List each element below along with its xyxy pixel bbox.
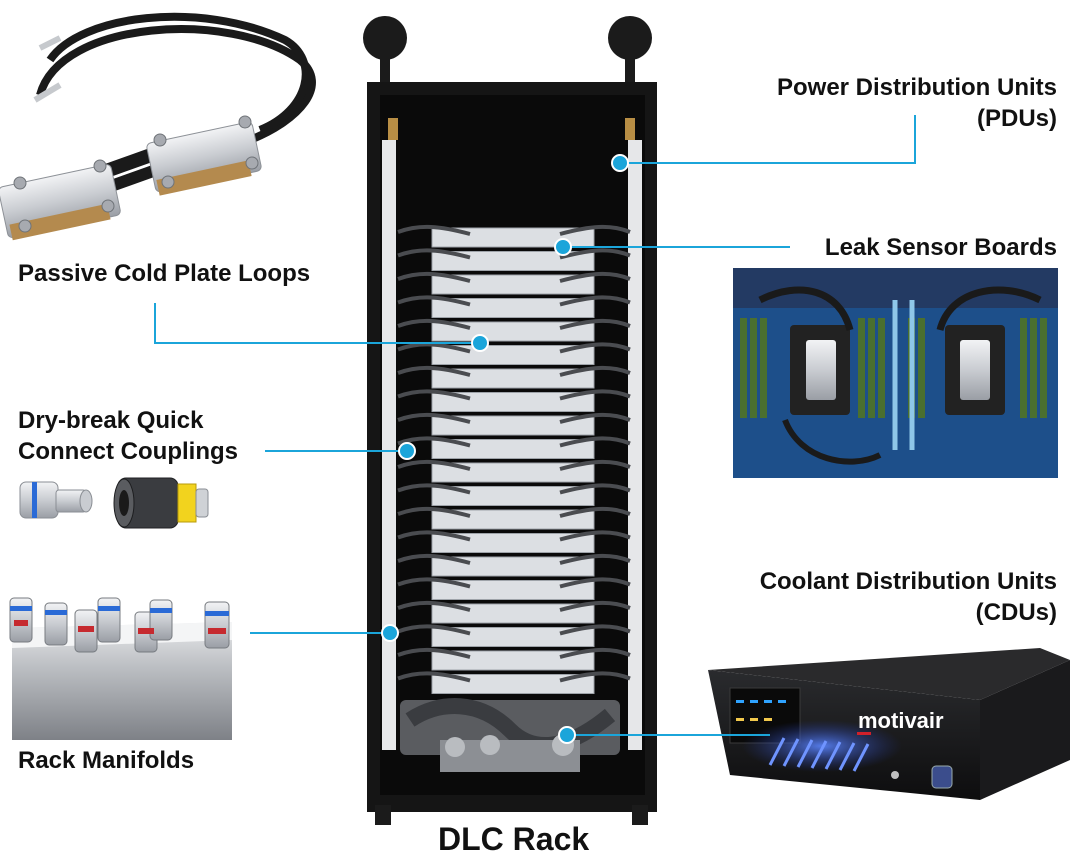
rack-hose	[397, 600, 631, 612]
cdu-brand-text: motivair	[858, 708, 944, 733]
label-pdu: Power Distribution Units (PDUs)	[777, 72, 1057, 134]
manifold-image	[9, 597, 232, 740]
label-pdu-line1: Power Distribution Units	[776, 74, 1057, 101]
rack-image	[363, 16, 657, 825]
callout-dots	[381, 154, 629, 744]
rack-hose	[397, 506, 631, 518]
cold-plate-loop-image	[0, 12, 316, 241]
rack-hose	[397, 318, 631, 330]
rack-hose	[397, 530, 631, 542]
server-tray	[431, 509, 595, 530]
cdu-image: motivair	[708, 648, 1070, 800]
server-tray	[431, 603, 595, 624]
server-tray	[431, 298, 595, 318]
server-tray	[431, 345, 595, 365]
server-tray	[431, 439, 595, 459]
callout-lines	[154, 115, 916, 736]
callout-dot-pdu	[611, 154, 629, 172]
rack-hose	[397, 342, 631, 354]
rack-hose	[397, 647, 631, 659]
server-tray	[431, 462, 595, 483]
rack-hose	[397, 459, 631, 471]
label-pdu-line2: (PDUs)	[976, 105, 1057, 132]
callout-line-cold-plate	[154, 303, 480, 344]
rack-hose	[397, 271, 631, 283]
label-dry-break: Dry-break Quick Connect Couplings	[18, 405, 238, 467]
rack-hose	[397, 224, 631, 236]
rack-hose	[397, 577, 631, 589]
server-tray	[431, 486, 595, 506]
rack-hose	[397, 412, 631, 424]
callout-dot-leak	[554, 238, 572, 256]
callout-line-pdu	[620, 115, 916, 164]
server-tray	[431, 415, 595, 436]
server-tray	[431, 674, 595, 694]
callout-dot-couplings	[398, 442, 416, 460]
rack-hose	[397, 248, 631, 260]
label-coolant-line2: (CDUs)	[975, 599, 1057, 626]
rack-hose	[397, 671, 631, 683]
label-coolant-line1: Coolant Distribution Units	[759, 568, 1057, 595]
server-tray	[431, 580, 595, 600]
server-tray	[431, 274, 595, 295]
server-tray	[431, 392, 595, 412]
server-tray	[431, 627, 595, 647]
label-leak: Leak Sensor Boards	[824, 234, 1057, 261]
rack-hose	[397, 624, 631, 636]
server-tray	[431, 321, 595, 342]
label-dry-break-line1: Dry-break Quick	[18, 407, 204, 434]
label-manifolds: Rack Manifolds	[18, 747, 195, 774]
label-dry-break-line2: Connect Couplings	[18, 438, 238, 465]
rack-hose	[397, 389, 631, 401]
label-coolant: Coolant Distribution Units (CDUs)	[760, 566, 1057, 628]
label-cold-plate: Passive Cold Plate Loops	[18, 260, 311, 287]
leak-board-image	[733, 268, 1058, 478]
rack-hose	[397, 365, 631, 377]
server-tray	[431, 556, 595, 577]
server-tray	[431, 251, 595, 271]
callout-dot-cdu	[558, 726, 576, 744]
label-rack: DLC Rack	[438, 821, 590, 857]
server-tray	[431, 650, 595, 671]
callout-dot-manifolds	[381, 624, 399, 642]
coupling-image	[19, 477, 209, 529]
rack-hose	[397, 295, 631, 307]
server-tray	[431, 533, 595, 553]
server-tray	[431, 227, 595, 248]
callout-dot-cold-plate	[471, 334, 489, 352]
rack-hose	[397, 436, 631, 448]
rack-hose	[397, 553, 631, 565]
server-tray	[431, 368, 595, 389]
rack-hose	[397, 483, 631, 495]
